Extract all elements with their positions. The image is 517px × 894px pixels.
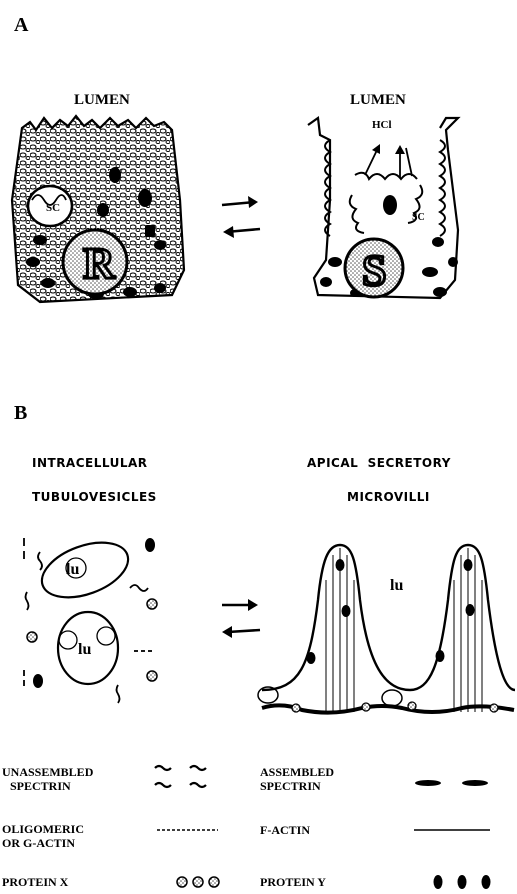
legend-unassembled-spectrin-line1: UNASSEMBLED — [2, 765, 93, 779]
legend-protein-y-symbol — [434, 875, 491, 889]
tubulovesicles — [24, 532, 157, 703]
hcl-label: HCl — [372, 119, 392, 131]
legend-protein-y-label: PROTEIN Y — [260, 875, 326, 889]
right-title-line2: MICROVILLI — [347, 490, 430, 504]
lu-label-right: lu — [390, 577, 403, 594]
sc-label-left: SC — [46, 202, 60, 214]
equilibrium-arrows-a — [222, 196, 260, 238]
left-title-line2: TUBULOVESICLES — [32, 490, 157, 504]
legend-unassembled-spectrin-symbol — [155, 766, 206, 787]
nucleus-s-letter: S — [362, 246, 386, 295]
left-title-line1: INTRACELLULAR — [32, 456, 148, 470]
legend-f-actin-label: F-ACTIN — [260, 823, 310, 837]
lu-label-left-top: lu — [66, 561, 79, 578]
nucleus-r-letter: R — [83, 239, 116, 288]
legend-protein-x-symbol — [177, 877, 219, 887]
tv-label: TV — [108, 167, 123, 179]
right-title-line1: APICAL SECRETORY — [307, 456, 451, 470]
panel-b-label: B — [14, 402, 27, 425]
legend-oligomeric-actin-line1: OLIGOMERIC — [2, 822, 84, 836]
sc-label-right: SC — [412, 212, 425, 223]
microvilli — [258, 545, 515, 713]
legend-assembled-spectrin-line1: ASSEMBLED — [260, 765, 334, 779]
legend-unassembled-spectrin-line2: SPECTRIN — [10, 779, 71, 793]
legend-assembled-spectrin-symbol — [415, 780, 488, 786]
legend-oligomeric-actin-line2: OR G-ACTIN — [2, 836, 75, 850]
lu-label-left-bottom: lu — [78, 641, 91, 658]
legend-assembled-spectrin-line2: SPECTRIN — [260, 779, 321, 793]
equilibrium-arrows-b — [222, 599, 260, 638]
legend-protein-x-label: PROTEIN X — [2, 875, 68, 889]
